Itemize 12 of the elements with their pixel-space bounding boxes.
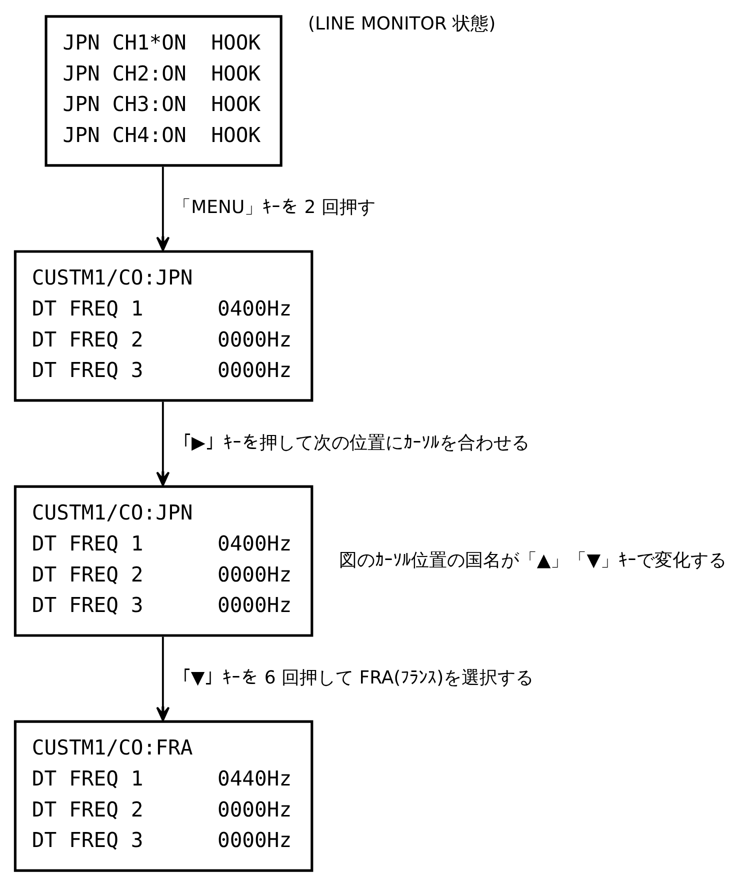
node-label: (LINE MONITOR 状態)	[308, 13, 496, 34]
arrow	[156, 166, 170, 251]
node-box: CUSTM1/CO:FRA DT FREQ 1 0440Hz DT FREQ 2 0000Hz DT FREQ 3 0000Hz	[14, 720, 314, 872]
arrow	[156, 636, 170, 721]
edge-label: 「▼」ｷｰを 6 回押して FRA(ﾌﾗﾝｽ)を選択する	[172, 666, 534, 688]
edge-label: 「▶」ｷｰを押して次の位置にｶｰｿﾙを合わせる	[173, 432, 530, 453]
arrow	[156, 401, 170, 486]
node-box: CUSTM1/CO:JPN DT FREQ 1 0400Hz DT FREQ 2 0000Hz DT FREQ 3 0000Hz	[14, 250, 314, 402]
node-label: 図のｶｰｿﾙ位置の国名が「▲」「▼」ｷｰで変化する	[338, 549, 727, 570]
edge-label: 「MENU」ｷｰを 2 回押す	[173, 196, 376, 218]
node-box: JPN CH1*ON HOOK JPN CH2:ON HOOK JPN CH3:ON HOOK JPN CH4:ON HOOK	[44, 14, 282, 166]
node-box: CUSTM1/CO:JPN DT FREQ 1 0400Hz DT FREQ 2 0000Hz DT FREQ 3 0000Hz	[14, 484, 314, 636]
